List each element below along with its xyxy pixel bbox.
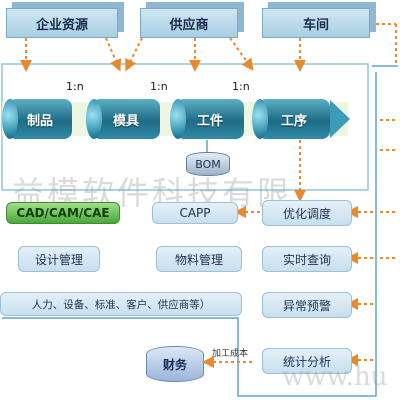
exception-alert-box: 异常预警 — [262, 292, 352, 318]
mold-label: 模具 — [112, 113, 139, 129]
cylinder-endcap — [86, 99, 102, 139]
optimize-schedule-box: 优化调度 — [262, 200, 352, 226]
right-frame — [262, 72, 377, 397]
resources-note-box: 人力、设备、标准、客户、供应商等） — [0, 292, 242, 316]
ratio-label: 1:n — [66, 80, 84, 93]
cylinder-endcap — [170, 99, 186, 139]
product-cylinder: 制品 — [2, 99, 72, 139]
cost-note: 加工成本 — [212, 349, 249, 359]
workshop-box: 车间 — [262, 8, 370, 38]
product-label: 制品 — [26, 113, 53, 129]
ratio-label: 1:n — [150, 80, 168, 93]
capp-box: CAPP — [152, 202, 238, 224]
cylinder-endcap — [252, 99, 268, 139]
supplier-box: 供应商 — [140, 8, 238, 38]
cad-cam-cae-box: CAD/CAM/CAE — [6, 202, 120, 224]
workpiece-label: 工件 — [196, 113, 223, 129]
mold-cylinder: 模具 — [86, 99, 160, 139]
realtime-query-box: 实时查询 — [262, 246, 352, 272]
workpiece-cylinder: 工件 — [170, 99, 244, 139]
bom-cylinder: BOM — [186, 152, 230, 176]
material-management-box: 物料管理 — [156, 246, 242, 272]
process-label: 工序 — [280, 113, 307, 129]
watermark-tail: www.hu — [282, 362, 388, 392]
enterprise-resources-box: 企业资源 — [6, 8, 118, 38]
ratio-label: 1:n — [232, 80, 250, 93]
design-management-box: 设计管理 — [18, 246, 100, 272]
finance-database: 财务 — [146, 346, 204, 382]
process-cylinder: 工序 — [252, 99, 330, 139]
chain-arrow-head — [330, 100, 350, 138]
cylinder-endcap — [2, 99, 18, 139]
statistics-analysis-box: 统计分析 — [262, 348, 352, 374]
bottom-frame — [2, 317, 262, 397]
